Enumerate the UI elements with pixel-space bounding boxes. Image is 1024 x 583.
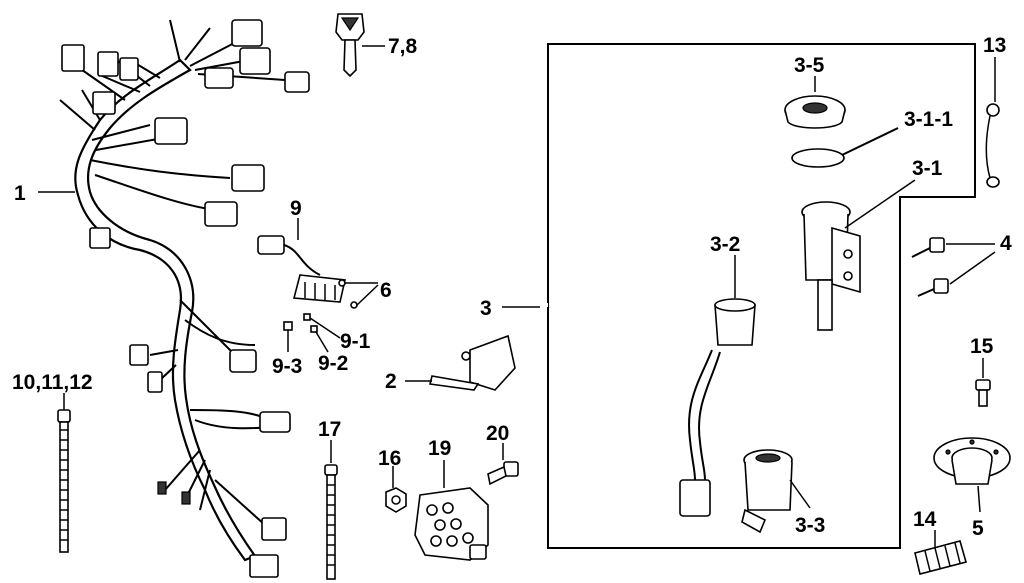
leader-line-5 xyxy=(977,485,981,513)
leader-line-3-3 xyxy=(789,479,811,509)
label-14: 14 xyxy=(913,508,937,531)
label-10-11-12: 10,11,12 xyxy=(12,371,93,394)
grommet xyxy=(914,540,967,575)
label-3-3: 3-3 xyxy=(795,514,825,537)
label-9-1: 9-1 xyxy=(340,330,371,353)
label-5: 5 xyxy=(972,517,984,540)
cap-base xyxy=(933,437,1011,485)
screw xyxy=(975,379,991,407)
bracket xyxy=(429,334,516,391)
leader-line-4 xyxy=(946,243,996,285)
label-3-5: 3-5 xyxy=(794,54,825,77)
label-2: 2 xyxy=(385,370,397,393)
label-4: 4 xyxy=(1000,232,1012,255)
connector-block xyxy=(414,487,489,561)
label-3-1-1: 3-1-1 xyxy=(904,108,953,131)
ignition-switch xyxy=(801,201,861,331)
label-15: 15 xyxy=(970,335,994,358)
clips xyxy=(283,313,318,333)
label-6: 6 xyxy=(380,279,392,302)
label-13: 13 xyxy=(983,34,1006,57)
switch-cap xyxy=(791,127,899,168)
leader-line-9-1 xyxy=(309,317,341,339)
label-3-1: 3-1 xyxy=(912,157,943,180)
ignition-set-frame xyxy=(535,43,976,549)
label-20: 20 xyxy=(486,422,509,445)
label-17: 17 xyxy=(318,418,341,441)
relay-harness xyxy=(257,235,346,303)
key xyxy=(335,13,365,78)
cable-band-long xyxy=(57,409,71,553)
label-19: 19 xyxy=(428,437,451,460)
label-7-8: 7,8 xyxy=(388,35,418,58)
label-9-2: 9-2 xyxy=(318,352,348,375)
leader-line-6 xyxy=(345,282,379,306)
label-3: 3 xyxy=(480,297,492,320)
leader-line-3-1 xyxy=(844,179,916,229)
key-cover xyxy=(784,95,846,129)
leader-line-9-2 xyxy=(315,331,329,353)
label-1: 1 xyxy=(14,182,26,205)
bolts xyxy=(911,237,949,297)
label-9-3: 9-3 xyxy=(272,355,302,378)
label-9: 9 xyxy=(290,197,302,220)
seat-lock xyxy=(741,449,793,534)
bolt xyxy=(487,461,519,486)
label-3-2: 3-2 xyxy=(710,233,740,256)
sub-harness xyxy=(679,298,756,517)
nut xyxy=(385,487,407,513)
label-16: 16 xyxy=(378,447,401,470)
main-wire-harness xyxy=(59,19,310,578)
cable-band xyxy=(324,464,338,580)
wire-loop xyxy=(985,103,1000,188)
